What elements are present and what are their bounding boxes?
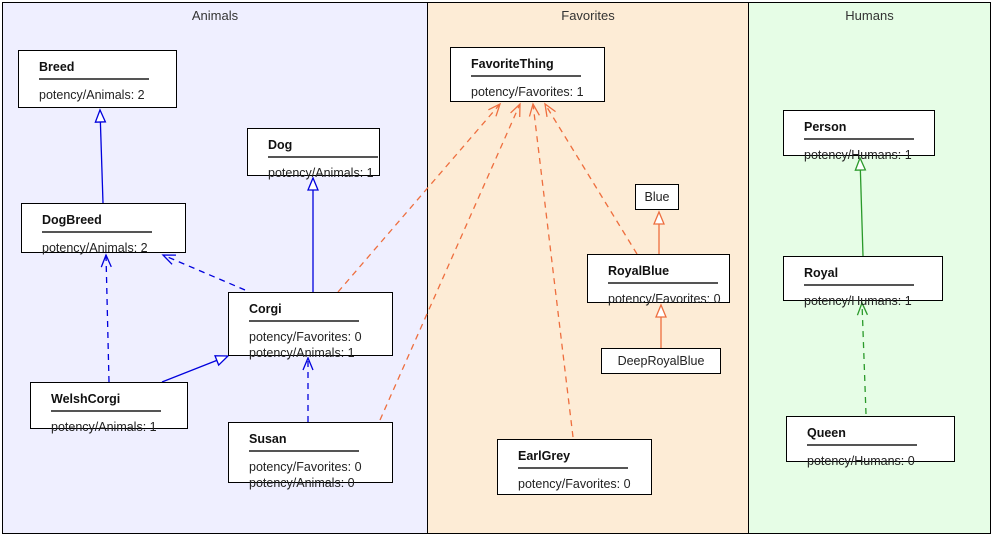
generalization-edge (161, 359, 218, 383)
generalization-edge (99, 121, 104, 204)
class-name: Queen (807, 426, 917, 446)
class-attributes: potency/Humans: 0 (807, 453, 915, 469)
class-blue[interactable]: Blue (635, 184, 679, 210)
class-name: Corgi (249, 302, 359, 322)
class-name: EarlGrey (518, 449, 628, 469)
attribute: potency/Animals: 1 (249, 346, 355, 360)
package-title: Animals (191, 8, 239, 23)
attribute: potency/Favorites: 0 (608, 292, 721, 306)
open-arrowhead-icon (302, 356, 314, 371)
class-name: Royal (804, 266, 914, 286)
dependency-edge (544, 103, 638, 255)
dependency-edge (861, 302, 867, 415)
class-attributes: potency/Favorites: 0 potency/Animals: 1 (249, 329, 362, 361)
dependency-edge (532, 103, 574, 438)
class-royal[interactable]: Royal potency/Humans: 1 (783, 256, 943, 308)
hollow-triangle-arrowhead-icon (854, 156, 867, 171)
attribute: potency/Animals: 2 (42, 241, 148, 255)
class-susan[interactable]: Susan potency/Favorites: 0 potency/Animals… (228, 422, 393, 490)
hollow-triangle-arrowhead-icon (653, 210, 665, 225)
open-arrowhead-icon (488, 102, 502, 117)
attribute: potency/Humans: 1 (804, 148, 912, 162)
class-name: Breed (39, 60, 149, 80)
class-favoritething[interactable]: FavoriteThing potency/Favorites: 1 (450, 47, 605, 102)
class-corgi[interactable]: Corgi potency/Favorites: 0 potency/Animals… (228, 292, 393, 360)
attribute: potency/Favorites: 0 (518, 477, 631, 491)
class-person[interactable]: Person potency/Humans: 1 (783, 110, 935, 162)
class-attributes: potency/Favorites: 0 (518, 476, 631, 492)
hollow-triangle-arrowhead-icon (307, 176, 319, 191)
attribute: potency/Animals: 2 (39, 88, 145, 102)
dependency-edge (162, 254, 246, 291)
attribute: potency/Humans: 0 (807, 454, 915, 468)
attribute: potency/Animals: 1 (268, 166, 374, 180)
class-name: Person (804, 120, 914, 140)
class-royalblue[interactable]: RoyalBlue potency/Favorites: 0 (587, 254, 730, 306)
open-arrowhead-icon (856, 301, 869, 316)
attribute: potency/Favorites: 1 (471, 85, 584, 99)
open-arrowhead-icon (100, 253, 112, 268)
class-dog[interactable]: Dog potency/Animals: 1 (247, 128, 380, 180)
open-arrowhead-icon (510, 102, 521, 118)
class-name: Dog (268, 138, 378, 158)
class-dogbreed[interactable]: DogBreed potency/Animals: 2 (21, 203, 186, 256)
open-arrowhead-icon (161, 254, 177, 265)
class-name: Susan (249, 432, 359, 452)
class-attributes: potency/Animals: 1 (268, 165, 374, 181)
class-deeproyalblue[interactable]: DeepRoyalBlue (601, 348, 721, 374)
class-earlgrey[interactable]: EarlGrey potency/Favorites: 0 (497, 439, 652, 495)
package-title: Favorites (561, 8, 615, 23)
attribute: potency/Favorites: 0 (249, 460, 362, 474)
class-name: FavoriteThing (471, 57, 581, 77)
class-welshcorgi[interactable]: WelshCorgi potency/Animals: 1 (30, 382, 188, 434)
attribute: potency/Favorites: 0 (249, 330, 362, 344)
class-attributes: potency/Humans: 1 (804, 147, 912, 163)
class-attributes: potency/Animals: 2 (39, 87, 145, 103)
class-queen[interactable]: Queen potency/Humans: 0 (786, 416, 955, 468)
attribute: potency/Animals: 0 (249, 476, 355, 490)
class-attributes: potency/Animals: 1 (51, 419, 157, 435)
class-attributes: potency/Favorites: 0 (608, 291, 721, 307)
class-name: RoyalBlue (608, 264, 718, 284)
attribute: potency/Humans: 1 (804, 294, 912, 308)
hollow-triangle-arrowhead-icon (655, 303, 667, 318)
hollow-triangle-arrowhead-icon (214, 355, 230, 367)
dependency-edge (379, 103, 521, 421)
hollow-triangle-arrowhead-icon (94, 108, 107, 123)
dependency-edge (337, 103, 501, 293)
dependency-edge (105, 254, 110, 383)
class-breed[interactable]: Breed potency/Animals: 2 (18, 50, 177, 108)
open-arrowhead-icon (544, 102, 556, 117)
class-name: WelshCorgi (51, 392, 161, 412)
open-arrowhead-icon (528, 102, 540, 117)
attribute: potency/Animals: 1 (51, 420, 157, 434)
package-title: Humans (845, 8, 894, 23)
class-attributes: potency/Favorites: 0 potency/Animals: 0 (249, 459, 362, 491)
class-attributes: potency/Humans: 1 (804, 293, 912, 309)
class-attributes: potency/Animals: 2 (42, 240, 148, 256)
class-attributes: potency/Favorites: 1 (471, 84, 584, 100)
class-name: DogBreed (42, 213, 152, 233)
generalization-edge (859, 169, 864, 257)
